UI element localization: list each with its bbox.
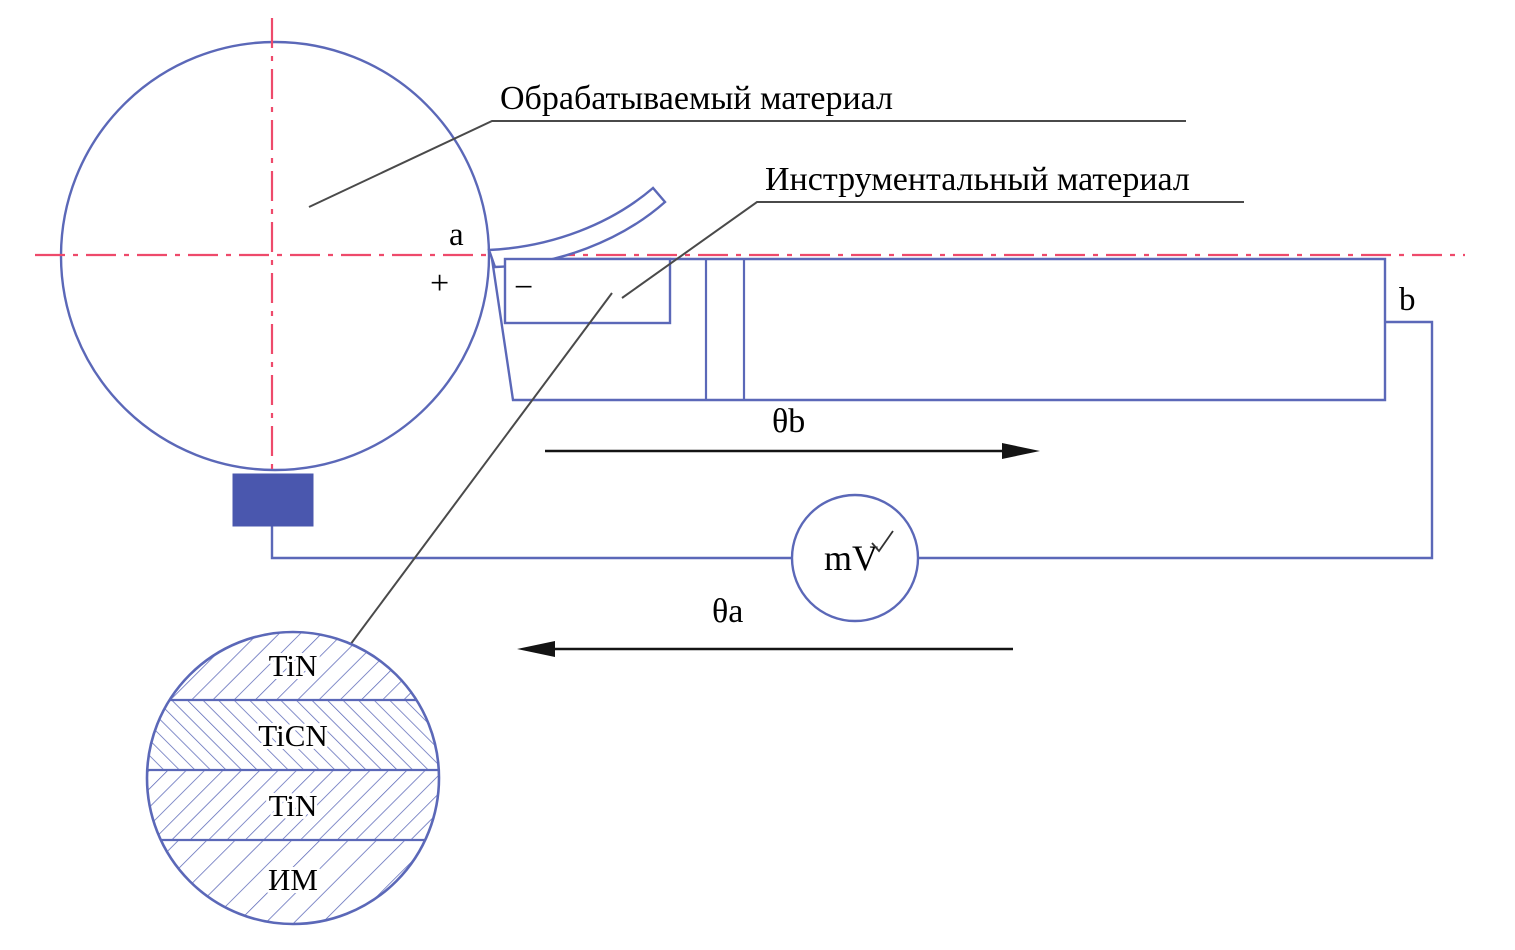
tool-material-leader	[621, 201, 1244, 299]
workpiece-leader	[308, 120, 1186, 208]
detail-leader	[349, 292, 613, 646]
contact-a-label: a	[449, 217, 464, 253]
coating-label-3: TiN	[269, 788, 318, 823]
millivoltmeter-circle	[790, 493, 920, 623]
tool-holder-bar	[490, 257, 1387, 402]
theta-b-label: θb	[772, 403, 805, 440]
heat-arrow-right-head	[1002, 443, 1040, 459]
heat-arrow-left-head	[517, 641, 555, 657]
coating-detail-circle	[145, 630, 441, 926]
coating-label-2: TiCN	[258, 718, 328, 753]
minus-label: −	[514, 269, 533, 306]
circuit-wire-left	[270, 526, 792, 560]
coating-label-1: TiN	[269, 648, 318, 683]
meter-tick-icon	[871, 530, 894, 553]
coating-detail: TiN TiCN TiN ИМ	[145, 630, 441, 926]
circuit-wire-right	[918, 320, 1434, 560]
millivoltmeter-label: mV	[824, 538, 878, 578]
coating-band-2	[147, 700, 439, 770]
coating-label-4: ИМ	[268, 862, 318, 897]
contact-b-label: b	[1399, 282, 1416, 318]
workpiece-label: Обрабатываемый материал	[500, 80, 893, 117]
theta-a-label: θa	[712, 593, 743, 630]
plus-label: +	[430, 265, 449, 302]
tool-material-label: Инструментальный материал	[765, 161, 1190, 198]
coating-band-3	[147, 770, 439, 840]
slip-ring-contact	[232, 473, 314, 527]
tool-insert-region	[503, 257, 672, 325]
